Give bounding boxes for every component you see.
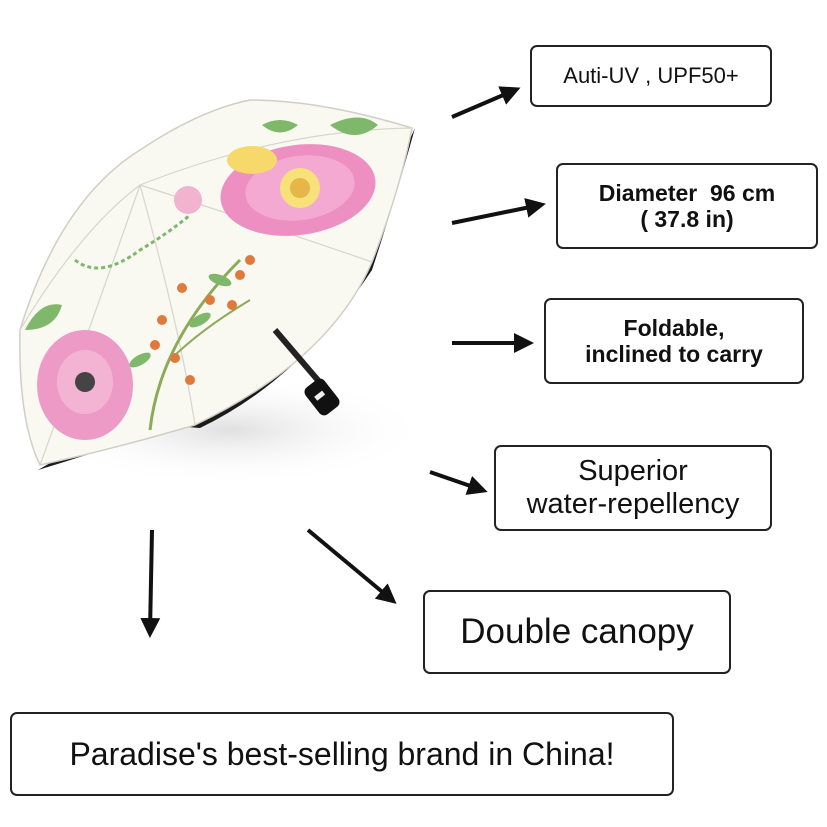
feature-foldable-line2: inclined to carry (585, 341, 763, 367)
feature-uv-box: Auti-UV , UPF50+ (530, 45, 772, 107)
feature-uv-label: Auti-UV , UPF50+ (563, 63, 739, 89)
feature-diameter-line1: Diameter 96 cm (598, 179, 776, 206)
berry-branch (129, 255, 255, 431)
arrow-icon (451, 86, 521, 119)
arrow-icon (451, 198, 546, 225)
feature-water-line1: Superior (578, 454, 688, 487)
leaf-top-2 (262, 120, 298, 133)
banner-box: Paradise's best-selling brand in China! (10, 712, 674, 796)
feature-canopy-label: Double canopy (460, 611, 694, 651)
feature-diameter-box: Diameter 96 cm ( 37.8 in) (556, 163, 818, 249)
feature-water-box: Superior water-repellency (494, 445, 772, 531)
arrow-icon (140, 529, 161, 638)
wreath (74, 213, 191, 270)
feature-foldable-box: Foldable, inclined to carry (544, 298, 804, 384)
handle-button (314, 390, 326, 401)
flower-pink-bottom (37, 330, 133, 440)
umbrella-image (19, 99, 430, 485)
feature-water-line2: water-repellency (526, 488, 740, 520)
arrow-icon (306, 528, 397, 604)
yellow-flower (227, 146, 277, 174)
leaf-left (25, 304, 62, 330)
banner-text: Paradise's best-selling brand in China! (69, 735, 615, 772)
feature-foldable-line1: Foldable, (623, 314, 725, 341)
leaf-top (330, 117, 378, 135)
feature-diameter-line2: ( 37.8 in) (640, 206, 734, 232)
flower-pink-small (174, 186, 202, 214)
feature-canopy-box: Double canopy (423, 590, 731, 674)
umbrella-shaft (272, 328, 325, 387)
